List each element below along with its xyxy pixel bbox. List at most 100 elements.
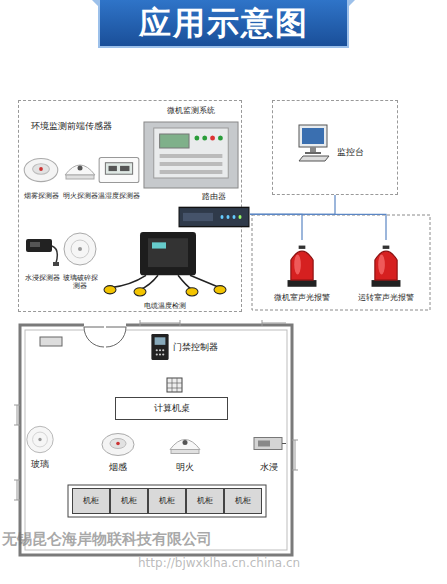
drawing-part [53,262,59,266]
drawing-part [299,246,306,249]
sensor-node: 温湿度探测器 [96,150,142,200]
drawing-part [183,440,188,445]
node-label: 电缆温度检测 [100,302,230,310]
node-label: 机柜 [235,496,251,505]
drawing-part [78,247,82,251]
smoke-icon [98,428,138,459]
dimension-mark [292,440,298,470]
sensor-node: 烟雾探测器 [20,150,62,200]
drawing-part [214,286,226,294]
drawing-part [159,353,161,355]
cabinet-box: 机柜 [224,488,262,514]
drawing-part [160,162,223,166]
node-label: 路由器 [178,192,250,201]
flame-icon [60,150,100,188]
siren-icon [266,240,338,289]
glass-icon [60,228,100,270]
title-banner [100,0,347,46]
drawing-part [372,280,401,287]
text-block: 明火 [165,462,205,472]
node-label: 机柜 [197,496,213,505]
sensor-node: 水浸探测器 [22,232,62,282]
sensor-node: 玻璃破碎探测器 [60,228,100,290]
drawing-part [66,175,94,179]
drawing-part [194,136,199,141]
drawing-part [151,334,168,360]
drawing-part [109,166,117,171]
node-label: 计算机桌 [154,403,190,413]
drawing-part [148,238,188,267]
text-block: 机柜 [83,496,99,505]
drawing-part [254,438,282,450]
node-label: 运转室声光报警 [350,293,422,302]
drawing-part [160,170,223,174]
alarm-node: 运转室声光报警 [350,240,422,302]
monitor-system-node: 微机监测系统 [142,106,240,190]
drawing-part [27,426,53,452]
drawing-part [183,213,213,221]
drawing-part [156,349,158,351]
room-sensor-node: 水浸 [250,428,288,472]
node-label: 明火 [165,462,205,472]
drawing-part [154,128,228,178]
drawing-part [39,167,43,171]
node-label: 明火探测器 [60,192,100,200]
text-block: 机柜 [121,496,137,505]
cabinet-box: 机柜 [110,488,148,514]
drawing-part [140,232,196,275]
drawing-part [258,441,270,447]
drawing-part [160,134,189,148]
drawing-part [134,288,146,296]
drawing-part [26,239,52,252]
cabinet-box: 机柜 [72,488,110,514]
door-icon [150,333,170,361]
drawing-part [99,158,139,183]
drawing-part [294,254,301,274]
text-block: 门禁控制器 [173,342,234,352]
drawing-part [239,215,242,219]
router-node: 路由器 [178,192,250,228]
drawing-part [375,251,397,280]
node-label: 烟感 [98,462,138,472]
cabinet-box: 机柜 [186,488,224,514]
text-block: 路由器 [178,192,250,201]
banner-shadow [92,0,355,48]
drawing-part [38,438,41,441]
drawing-part [282,443,286,444]
drawing-part [210,136,215,141]
text-block: 机柜 [159,496,175,505]
drawing-part [71,240,89,258]
router-icon [178,206,250,228]
node-label: 微机室声光报警 [266,293,338,302]
door-leaf [84,327,104,347]
sensor-node: 明火探测器 [60,150,100,200]
text-block: 电缆温度检测 [100,302,230,310]
drawing-part [302,128,324,144]
drawing-part [110,439,126,449]
sensor-group-box: 环境监测前端传感器烟雾探测器明火探测器温湿度探测器微机监测系统水浸探测器玻璃破碎… [18,100,242,312]
console-box: 监控台 [272,100,398,195]
node-label: 温湿度探测器 [96,192,142,200]
smoke-icon [20,150,62,188]
flame-icon [165,428,205,459]
drawing-part [30,242,40,247]
drawing-part [104,286,116,294]
drawing-part [110,275,220,289]
node-label: 水浸 [250,462,288,472]
text-block: 水浸探测器 [22,274,62,282]
text-block: 玻璃 [22,459,58,469]
keyboard-symbol [167,378,182,392]
drawing-part [291,251,313,280]
drawing-part [233,215,236,219]
room-sensor-node: 明火 [165,428,205,472]
drawing-part [288,280,317,287]
drawing-part [186,288,198,296]
drawing-part [144,122,238,188]
text-block: 运转室声光报警 [350,293,422,302]
pc-icon [295,123,331,163]
node-label: 监控台 [337,147,393,157]
watermark: 无锡昆仑海岸物联科技有限公司 [2,530,212,549]
dimension-mark [262,320,286,326]
dimension-mark [140,320,180,326]
